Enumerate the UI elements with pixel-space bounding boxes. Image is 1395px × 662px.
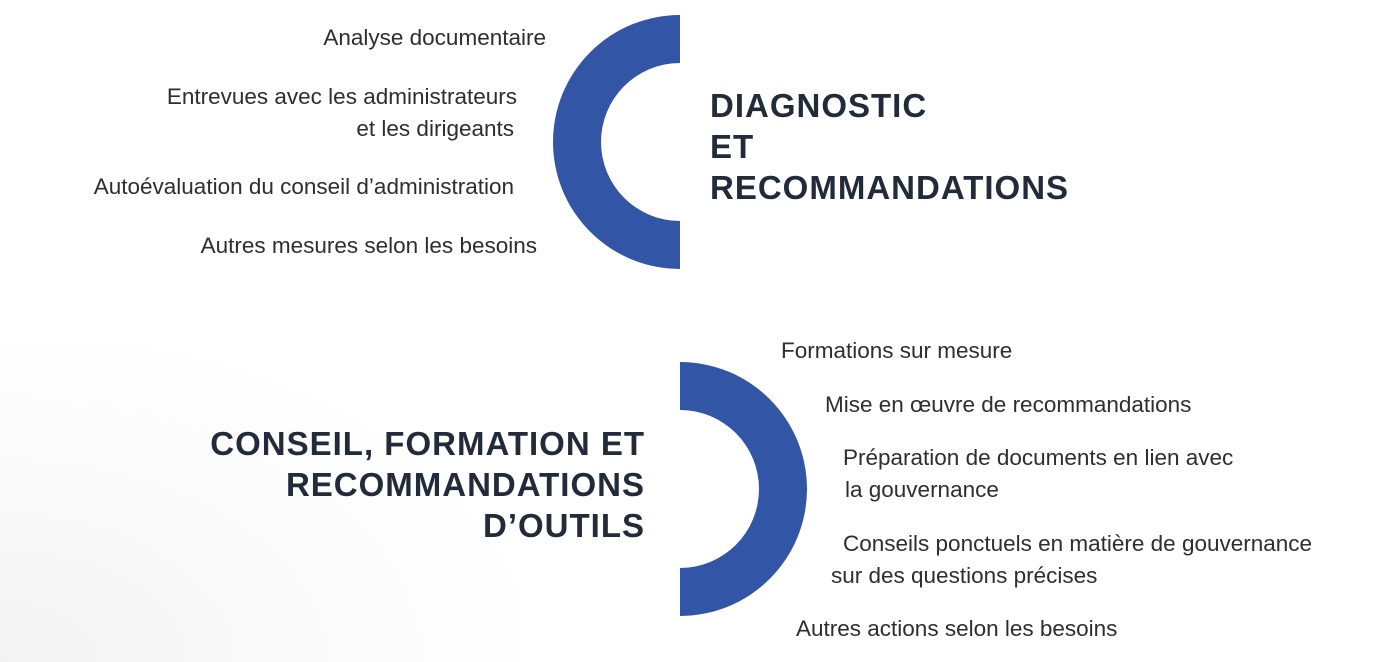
conseil-item: Préparation de documents en lien avec <box>843 445 1234 470</box>
diagnostic-arc <box>553 15 680 269</box>
diagnostic-item: et les dirigeants <box>356 116 514 141</box>
conseil-item: Formations sur mesure <box>781 338 1013 363</box>
conseil-title: CONSEIL, FORMATION ET RECOMMANDATIONS D’… <box>210 423 645 546</box>
title-line: DIAGNOSTIC <box>710 87 928 124</box>
title-line: RECOMMANDATIONS <box>710 169 1070 206</box>
conseil-item: sur des questions précises <box>831 563 1098 588</box>
title-line: CONSEIL, FORMATION ET <box>210 425 645 462</box>
diagnostic-item: Entrevues avec les administrateurs <box>166 84 517 109</box>
arcs <box>553 15 807 616</box>
diagnostic-item: Autoévaluation du conseil d’administrati… <box>93 174 514 199</box>
title-line: D’OUTILS <box>483 507 645 544</box>
diagnostic-title: DIAGNOSTIC ET RECOMMANDATIONS <box>710 85 1069 208</box>
conseil-item: Mise en œuvre de recommandations <box>825 392 1192 417</box>
diagnostic-item: Analyse documentaire <box>323 25 546 50</box>
background-shape <box>0 340 520 662</box>
conseil-item: la gouvernance <box>845 477 999 502</box>
conseil-item: Autres actions selon les besoins <box>796 616 1118 641</box>
conseil-arc <box>680 362 807 616</box>
title-line: RECOMMANDATIONS <box>285 466 645 503</box>
conseil-item: Conseils ponctuels en matière de gouvern… <box>843 531 1313 556</box>
diagnostic-item: Autres mesures selon les besoins <box>200 233 537 258</box>
title-line: ET <box>710 128 755 165</box>
